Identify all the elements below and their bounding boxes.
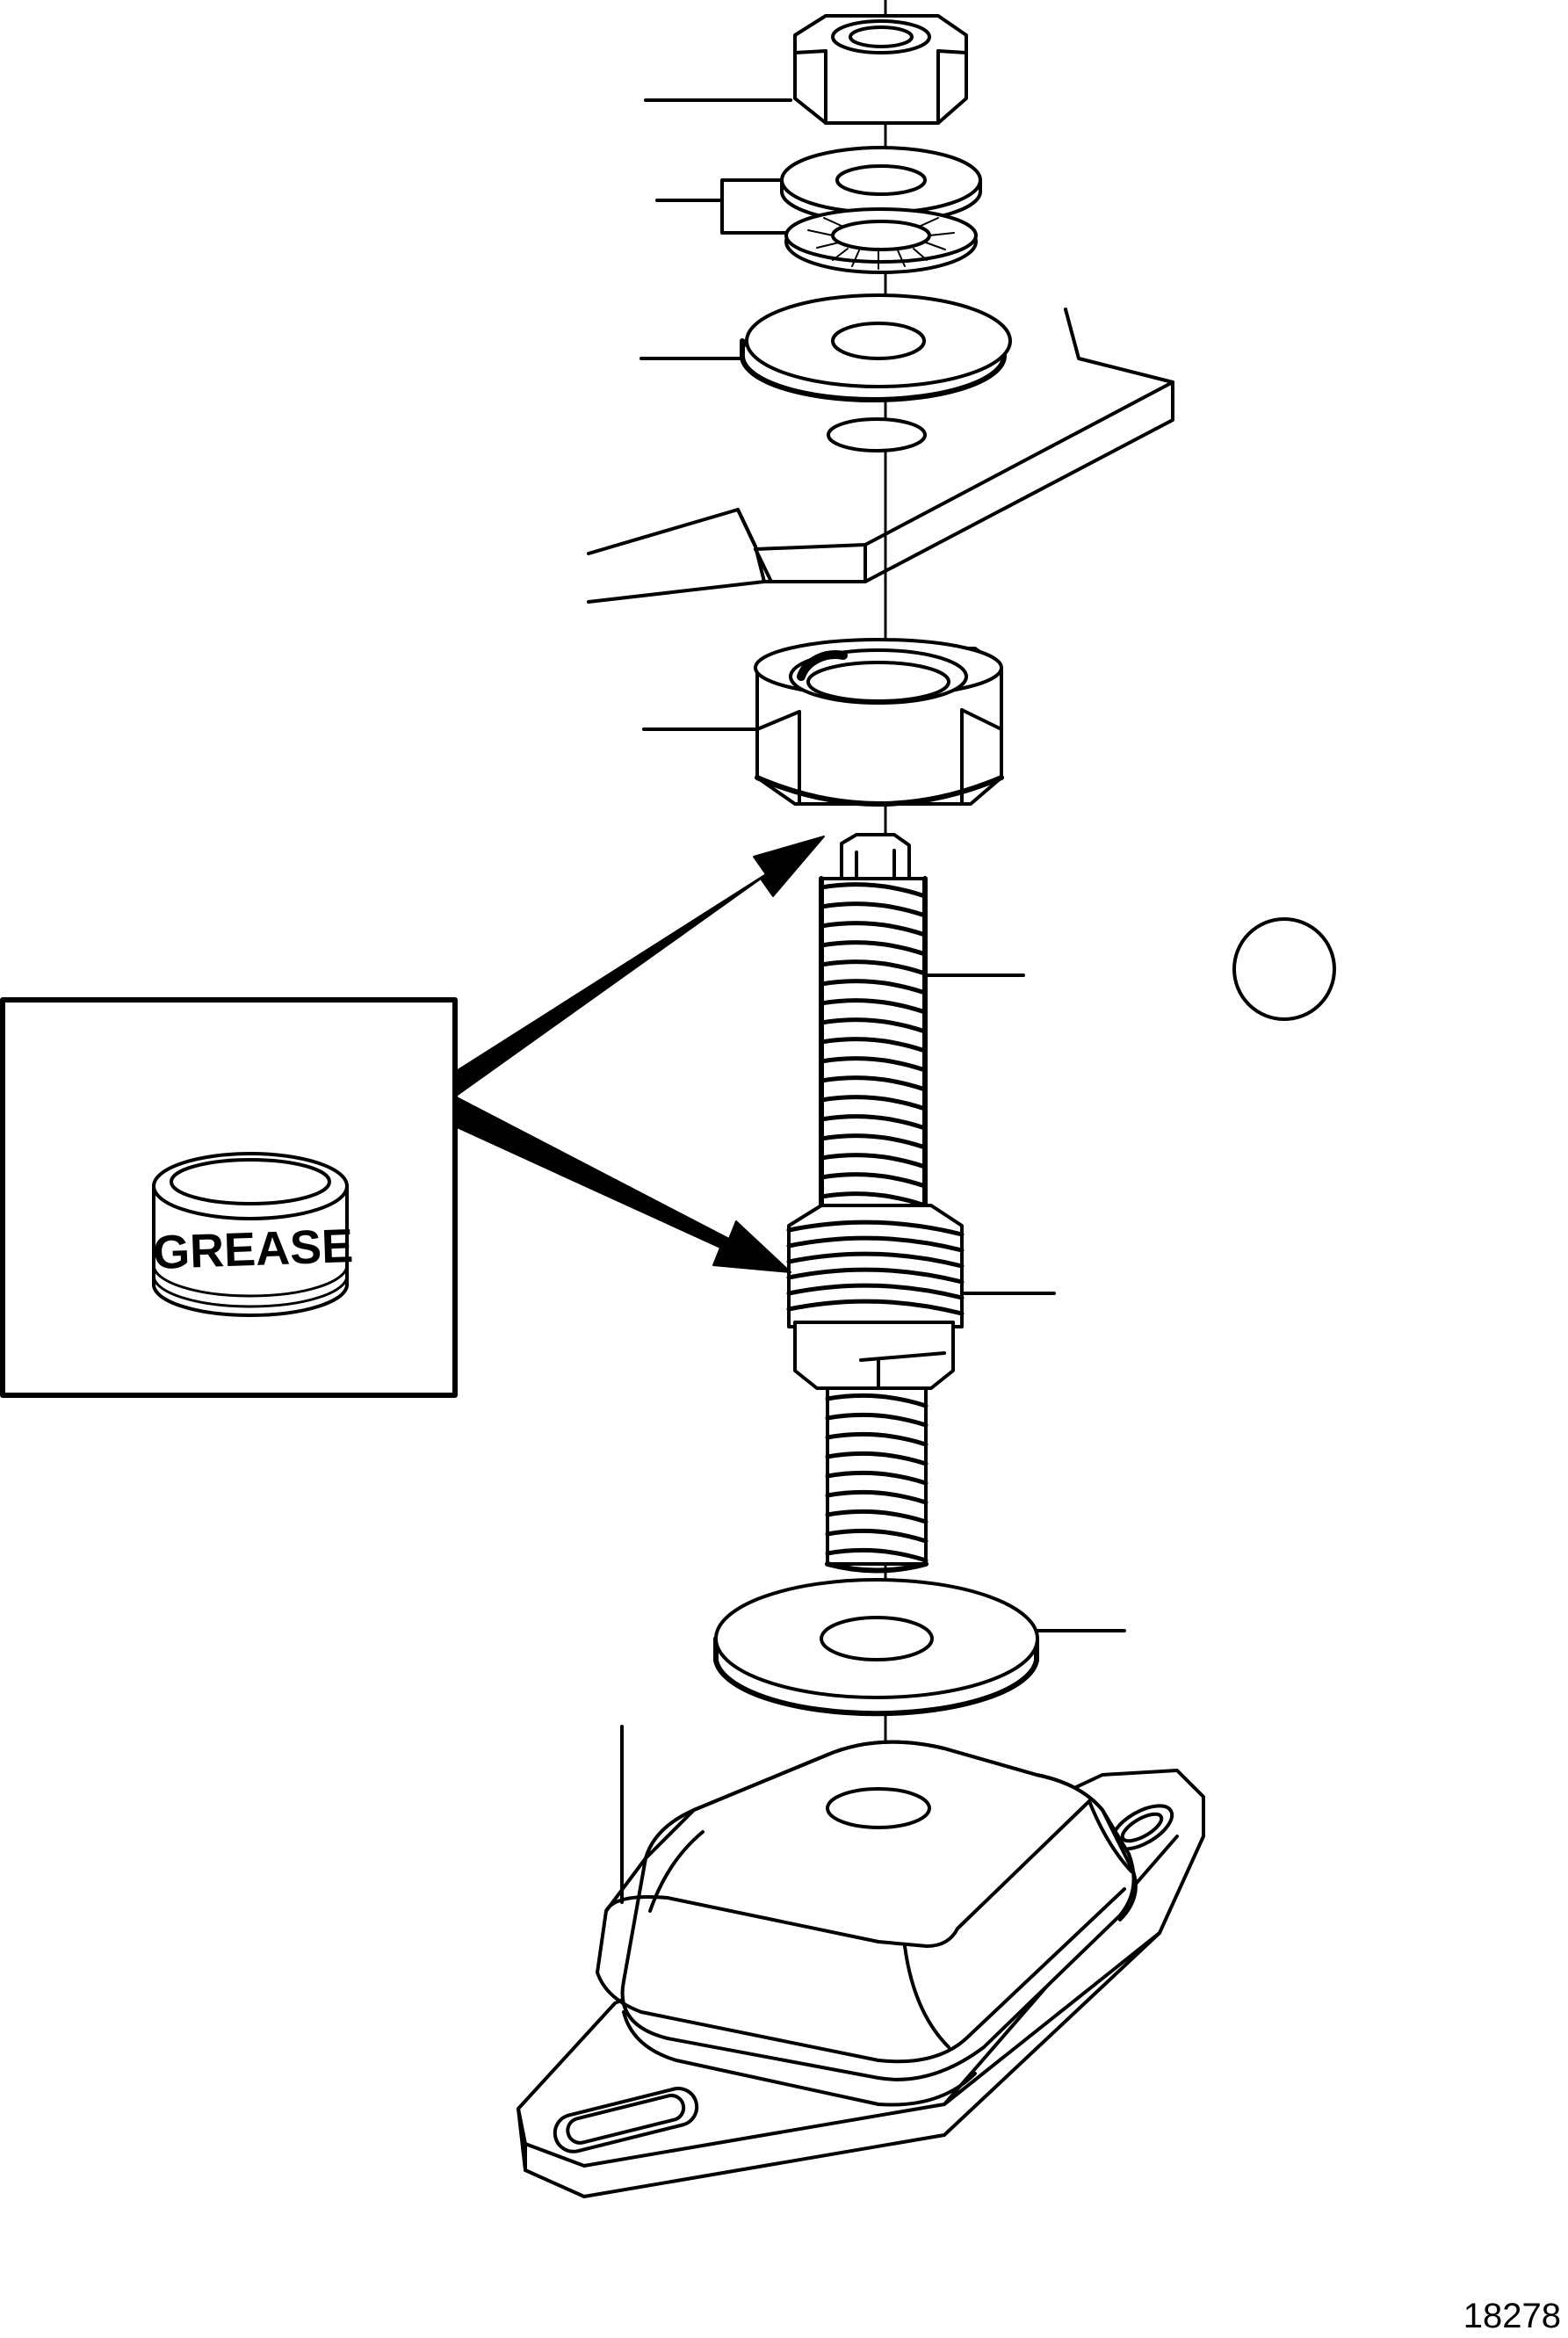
large-flat-washer <box>740 293 1012 402</box>
top-nut <box>793 14 968 125</box>
rubber-mount-base <box>517 1740 1205 2198</box>
threaded-stud <box>786 833 965 1574</box>
grease-can-icon <box>152 1152 349 1317</box>
lower-flat-washer <box>713 1578 1039 1717</box>
washer-pair-leader <box>655 178 788 235</box>
engine-bracket <box>587 308 1174 604</box>
grease-pointer-arrows <box>454 836 825 1273</box>
adjusting-nut <box>754 638 1004 807</box>
bracket-hole <box>827 417 927 452</box>
circle-callout-icon <box>1232 917 1336 1021</box>
grease-label: GREASE <box>152 1220 354 1279</box>
figure-number: 18278 <box>1463 2297 1561 2335</box>
lock-washer-serrated <box>784 207 978 274</box>
